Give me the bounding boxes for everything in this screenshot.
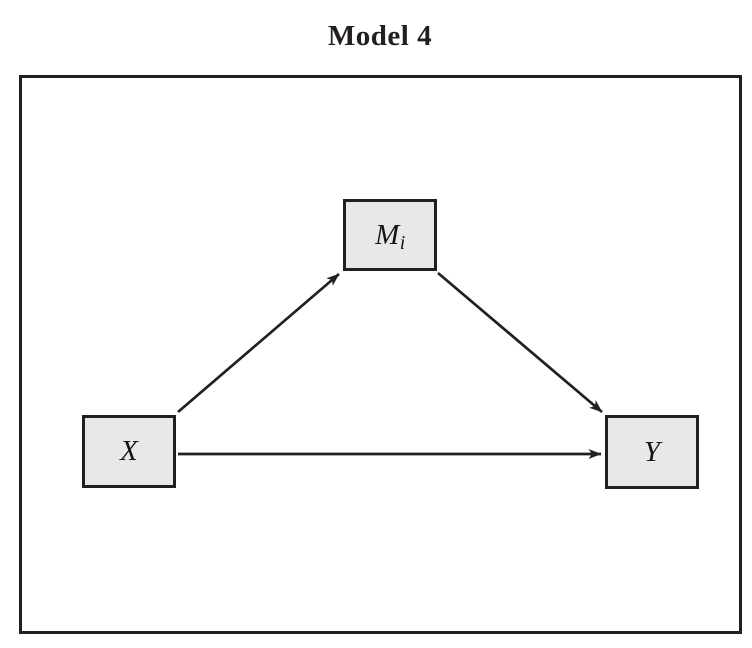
node-m: Mi xyxy=(343,199,437,271)
node-x-label: X xyxy=(120,435,138,467)
diagram-frame xyxy=(19,75,742,634)
figure-title: Model 4 xyxy=(327,20,433,52)
node-x: X xyxy=(82,415,176,488)
node-y-label: Y xyxy=(643,435,661,468)
node-m-subscript: i xyxy=(399,232,406,255)
node-y: Y xyxy=(605,415,699,489)
node-m-label: Mi xyxy=(375,218,406,255)
